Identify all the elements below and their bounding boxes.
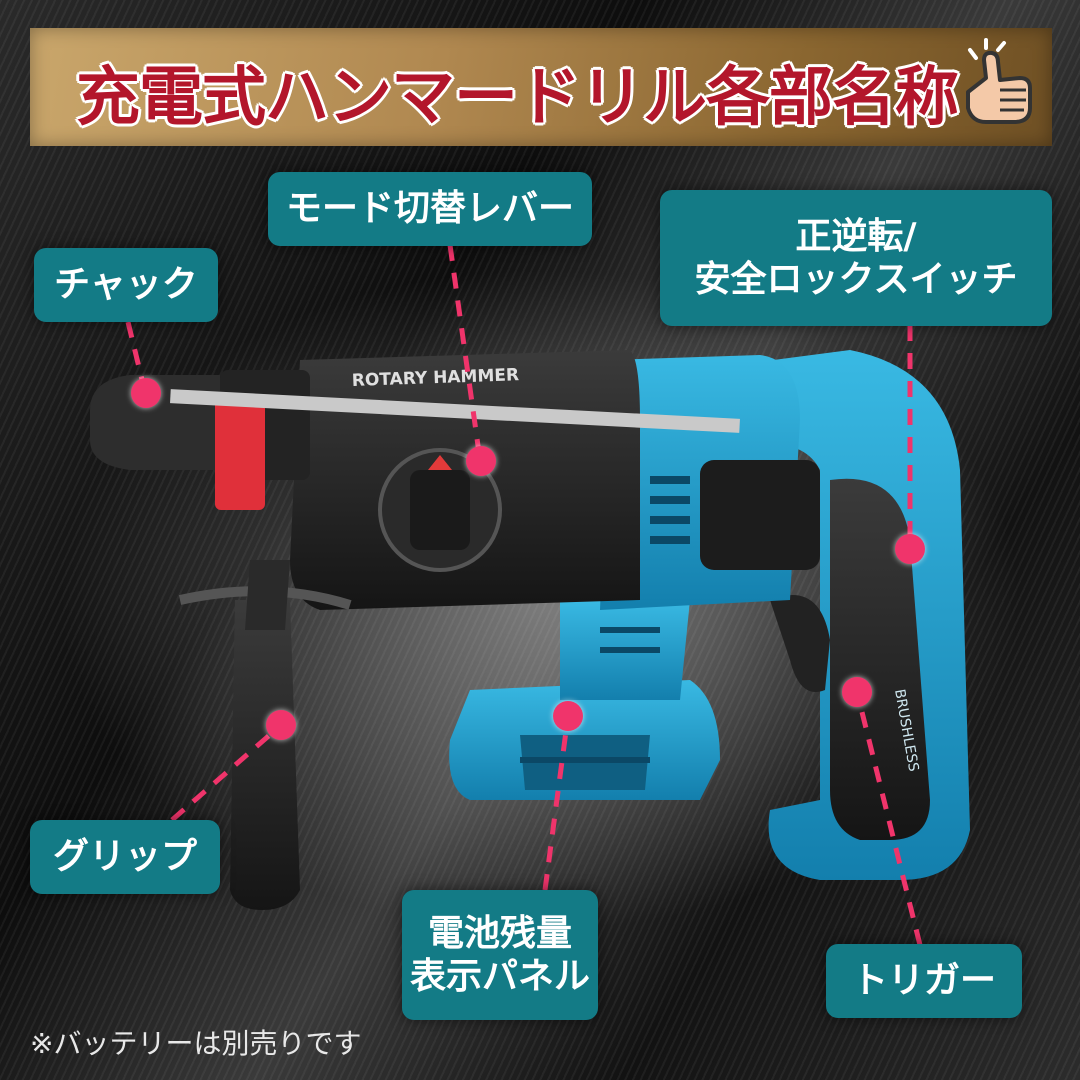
label-mode-lever-text: モード切替レバー (285, 188, 574, 230)
label-battery-panel-line1: 電池残量 (427, 912, 572, 954)
label-reverse-switch-line1: 正逆転/ (795, 215, 917, 257)
battery-sold-separately-note: ※バッテリーは別売りです (30, 1027, 362, 1060)
label-reverse-switch: 正逆転/ 安全ロックスイッチ (660, 190, 1052, 326)
label-chuck-text: チャック (54, 264, 198, 306)
grip-marker (266, 710, 296, 740)
label-battery-panel: 電池残量 表示パネル (402, 890, 598, 1020)
battery-panel-marker (553, 701, 583, 731)
title-banner: 充電式ハンマードリル各部名称 (30, 28, 1052, 146)
label-reverse-switch-line2: 安全ロックスイッチ (694, 259, 1018, 300)
chuck-marker (131, 378, 161, 408)
page-title: 充電式ハンマードリル各部名称 (76, 61, 959, 135)
label-grip-text: グリップ (52, 836, 197, 878)
trigger-marker (842, 677, 872, 707)
label-trigger: トリガー (826, 944, 1022, 1018)
label-chuck: チャック (34, 248, 218, 322)
reverse-switch-marker (895, 534, 925, 564)
label-battery-panel-line2: 表示パネル (409, 956, 590, 997)
label-mode-lever: モード切替レバー (268, 172, 592, 246)
pointing-hand-icon (966, 38, 1032, 124)
trigger-shape (770, 595, 830, 692)
side-handle (230, 600, 300, 910)
label-trigger-text: トリガー (851, 960, 996, 1002)
label-grip: グリップ (30, 820, 220, 894)
mode-lever-marker (466, 446, 496, 476)
